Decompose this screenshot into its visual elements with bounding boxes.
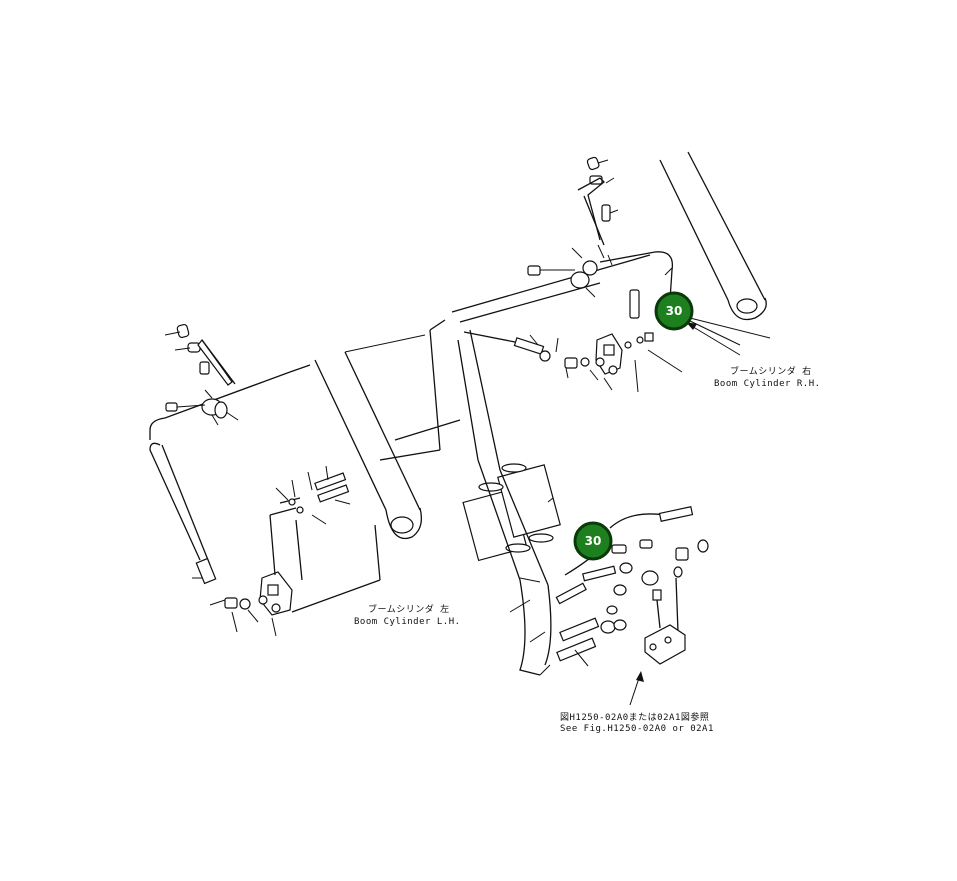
see-fig-jp-label: 図H1250-02A0または02A1図参照 [560, 711, 709, 723]
right-valve-block [463, 331, 683, 393]
boom-cylinder-lh [314, 334, 426, 539]
callout-lower-label: 30 [585, 534, 602, 548]
callout-lower[interactable]: 30 [573, 521, 613, 561]
see-fig-en-label: See Fig.H1250-02A0 or 02A1 [560, 724, 714, 734]
callout-upper-label: 30 [666, 304, 683, 318]
lower-fittings-group [509, 497, 709, 676]
right-clamp-group [527, 156, 673, 319]
left-hose-run [149, 364, 311, 585]
boom-cylinder-lh-en-label: Boom Cylinder L.H. [354, 617, 461, 627]
boom-cylinder-rh [659, 151, 771, 339]
left-clamp-group [164, 323, 239, 426]
boom-cylinder-rh-en-label: Boom Cylinder R.H. [714, 379, 821, 389]
left-valve-block [192, 465, 381, 637]
boom-cylinder-rh-jp-label: ブームシリンダ 右 [730, 365, 812, 377]
central-tube-assembly [379, 251, 674, 676]
boom-cylinder-lh-jp-label: ブームシリンダ 左 [368, 603, 450, 615]
leader-arrows [629, 319, 741, 706]
callout-upper[interactable]: 30 [654, 291, 694, 331]
